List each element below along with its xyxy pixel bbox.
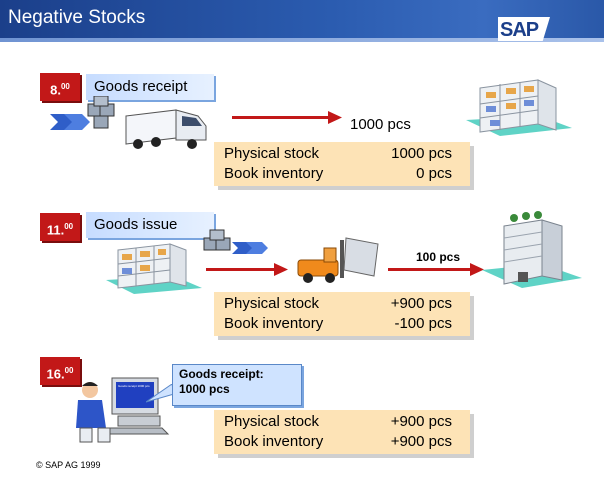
physical-stock-label-3: Physical stock [224,413,320,430]
time-badge-3: 16.00 [40,357,80,385]
warehouse-icon-2 [106,243,202,294]
stock-panel-2: Physical stock +900 pcs Book inventory -… [214,292,470,336]
sap-logo [498,17,550,41]
physical-stock-value-1: 1000 pcs [391,145,452,162]
computer-user-icon [76,377,170,443]
book-inventory-label-3: Book inventory [224,433,324,450]
book-inventory-value-3: +900 pcs [390,433,452,450]
forklift-icon [297,237,379,283]
flow-arrow-3 [388,263,484,276]
bubble-line-2: 1000 pcs [179,382,230,396]
book-inventory-value-1: 0 pcs [416,165,452,182]
page-title: Negative Stocks [8,7,146,28]
physical-stock-label-2: Physical stock [224,295,320,312]
stock-panel-1: Physical stock 1000 pcs Book inventory 0… [214,142,470,186]
physical-stock-value-2: +900 pcs [390,295,452,312]
event-label-goods-receipt: Goods receipt [86,74,214,100]
boxes-icon [203,229,268,254]
truck-icon [50,96,207,149]
quantity-label-2: 100 pcs [416,250,461,264]
warehouse-icon [466,79,572,136]
sap-logo-text: SAP [500,19,539,41]
screen-text: Goods receipt 1000 pcs [118,384,150,388]
flow-arrow-1 [232,111,342,124]
time-badge-1: 8.00 [40,73,80,101]
goods-receipt-bubble: Goods receipt: 1000 pcs [172,364,302,406]
quantity-label-1: 1000 pcs [350,116,411,133]
time-badge-2: 11.00 [40,213,80,241]
book-inventory-label-2: Book inventory [224,315,324,332]
flow-arrow-2 [206,263,288,276]
bubble-line-1: Goods receipt: [179,367,264,381]
physical-stock-label-1: Physical stock [224,145,320,162]
header-highlight [0,38,604,42]
book-inventory-value-2: -100 pcs [394,315,452,332]
event-label-goods-issue: Goods issue [86,212,214,238]
physical-stock-value-3: +900 pcs [390,413,452,430]
building-icon [482,211,582,288]
stock-panel-3: Physical stock +900 pcs Book inventory +… [214,410,470,454]
book-inventory-label-1: Book inventory [224,165,324,182]
copyright-text: © SAP AG 1999 [36,460,101,470]
